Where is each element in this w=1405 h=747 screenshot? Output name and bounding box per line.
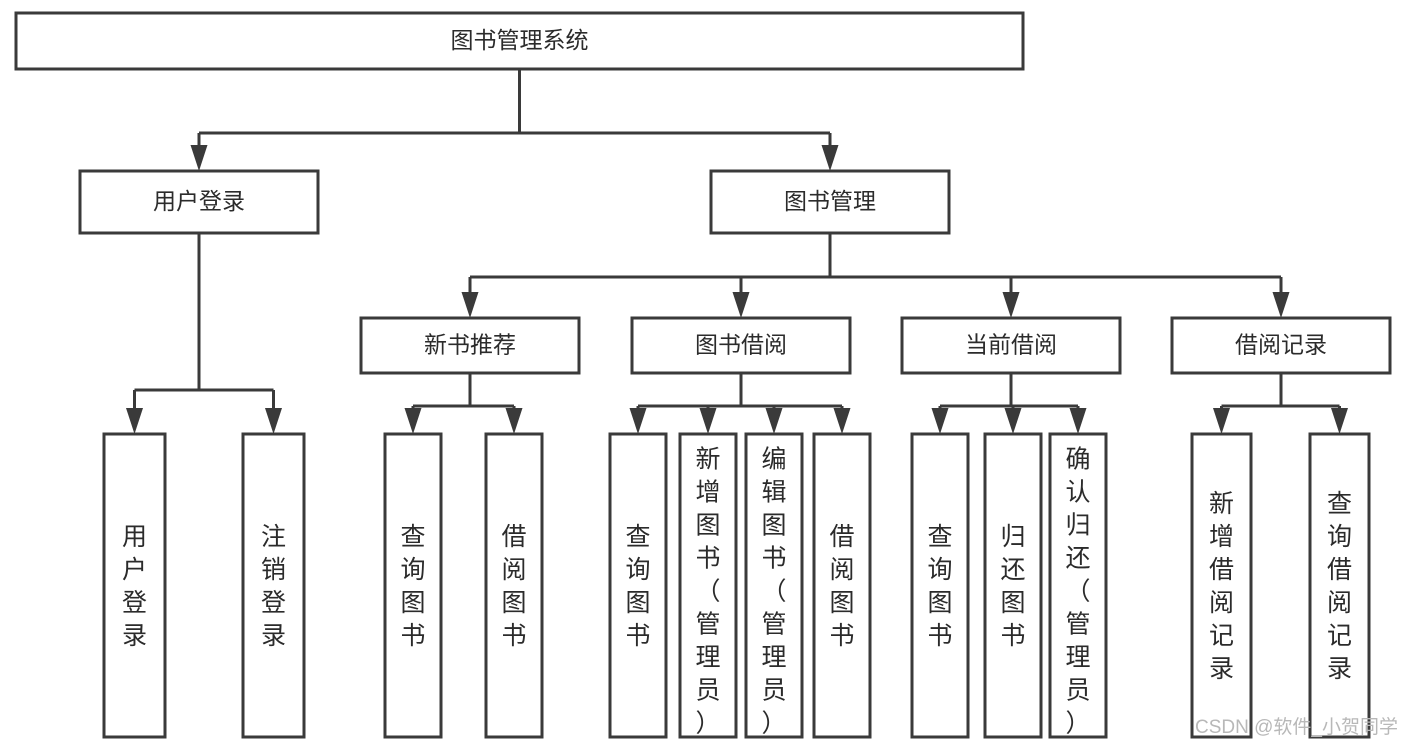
leaf-node-add-book-label: 新增图书（管理员） — [695, 446, 720, 738]
leaf-node-query-borrow-record[interactable]: 查询借阅记录 — [1308, 432, 1371, 739]
node-current-borrow-label: 当前借阅 — [965, 332, 1057, 358]
leaf-node-user-logout[interactable]: 注销登录 — [241, 432, 306, 739]
leaf-node-user-logout-label: 注销登录 — [261, 523, 286, 650]
node-user-login[interactable]: 用户登录 — [78, 169, 320, 235]
leaf-node-return-book[interactable]: 归还图书 — [983, 432, 1043, 739]
leaf-node-borrow-book-recommend-label: 借阅图书 — [501, 523, 526, 650]
node-user-login-box[interactable] — [78, 169, 320, 235]
node-book-manage-box[interactable] — [709, 169, 951, 235]
leaf-node-query-book-current-label: 查询图书 — [927, 523, 952, 650]
connector-lines — [126, 69, 1348, 434]
borrow-record-branch-arrow-0 — [1213, 408, 1230, 434]
leaf-node-edit-book[interactable]: 编辑图书（管理员） — [744, 432, 804, 739]
node-book-manage[interactable]: 图书管理 — [709, 169, 951, 235]
leaf-node-query-book-recommend-label: 查询图书 — [400, 523, 425, 650]
leaf-node-query-book-borrow-box[interactable] — [608, 432, 668, 739]
leaf-node-confirm-return[interactable]: 确认归还（管理员） — [1048, 432, 1108, 739]
node-current-borrow-box[interactable] — [900, 316, 1122, 375]
leaf-node-add-borrow-record[interactable]: 新增借阅记录 — [1190, 432, 1253, 739]
root-branch-arrow-1 — [821, 145, 839, 171]
leaf-node-query-borrow-record-label: 查询借阅记录 — [1327, 490, 1352, 683]
current-borrow-branch-arrow-2 — [1069, 408, 1087, 434]
book-manage-branch-arrow-1 — [732, 292, 750, 318]
leaf-node-user-login-box[interactable] — [102, 432, 167, 739]
csdn-watermark: CSDN @软件_小贺同学 — [1195, 716, 1398, 738]
node-root[interactable]: 图书管理系统 — [14, 11, 1025, 71]
leaf-node-borrow-book-recommend-box[interactable] — [484, 432, 544, 739]
node-new-book-recommend-box[interactable] — [359, 316, 581, 375]
leaf-node-query-book-recommend-box[interactable] — [383, 432, 443, 739]
leaf-node-confirm-return-box[interactable] — [1048, 432, 1108, 739]
root-branch-arrow-0 — [190, 145, 208, 171]
node-borrow-record-label: 借阅记录 — [1235, 332, 1327, 358]
leaf-node-query-book-recommend[interactable]: 查询图书 — [383, 432, 443, 739]
leaf-node-query-book-current-box[interactable] — [910, 432, 970, 739]
node-borrow-record-box[interactable] — [1170, 316, 1392, 375]
node-current-borrow[interactable]: 当前借阅 — [900, 316, 1122, 375]
leaf-node-query-book-borrow[interactable]: 查询图书 — [608, 432, 668, 739]
new-book-recommend-branch-arrow-0 — [404, 408, 422, 434]
leaf-node-confirm-return-label: 确认归还（管理员） — [1065, 446, 1090, 738]
node-book-borrow-label: 图书借阅 — [695, 332, 787, 358]
leaf-node-user-login-label: 用户登录 — [122, 523, 147, 650]
leaf-node-query-book-borrow-label: 查询图书 — [625, 523, 650, 650]
new-book-recommend-branch-arrow-1 — [505, 408, 523, 434]
leaf-node-borrow-book[interactable]: 借阅图书 — [812, 432, 872, 739]
node-root-box[interactable] — [14, 11, 1025, 71]
leaf-node-borrow-book-box[interactable] — [812, 432, 872, 739]
current-borrow-branch-arrow-1 — [1004, 408, 1022, 434]
node-root-label: 图书管理系统 — [451, 27, 589, 53]
book-borrow-branch-arrow-3 — [833, 408, 851, 434]
node-boxes: 图书管理系统用户登录图书管理新书推荐图书借阅当前借阅借阅记录用户登录注销登录查询… — [14, 11, 1392, 739]
leaf-node-add-book[interactable]: 新增图书（管理员） — [678, 432, 738, 739]
leaf-node-add-book-box[interactable] — [678, 432, 738, 739]
leaf-node-borrow-book-recommend[interactable]: 借阅图书 — [484, 432, 544, 739]
user-login-branch-arrow-0 — [126, 408, 143, 434]
book-borrow-branch-arrow-0 — [629, 408, 647, 434]
leaf-node-return-book-box[interactable] — [983, 432, 1043, 739]
book-manage-branch-arrow-2 — [1002, 292, 1020, 318]
book-borrow-branch-arrow-2 — [765, 408, 783, 434]
leaf-node-user-logout-box[interactable] — [241, 432, 306, 739]
borrow-record-branch-arrow-1 — [1331, 408, 1348, 434]
book-manage-branch-arrow-3 — [1272, 292, 1290, 318]
leaf-node-user-login[interactable]: 用户登录 — [102, 432, 167, 739]
leaf-node-edit-book-box[interactable] — [744, 432, 804, 739]
user-login-branch-arrow-1 — [265, 408, 282, 434]
node-user-login-label: 用户登录 — [153, 188, 245, 214]
node-book-manage-label: 图书管理 — [784, 188, 876, 214]
leaf-node-query-book-current[interactable]: 查询图书 — [910, 432, 970, 739]
node-new-book-recommend-label: 新书推荐 — [424, 332, 516, 358]
leaf-node-add-borrow-record-label: 新增借阅记录 — [1209, 490, 1234, 683]
leaf-node-borrow-book-label: 借阅图书 — [829, 523, 854, 650]
node-new-book-recommend[interactable]: 新书推荐 — [359, 316, 581, 375]
node-book-borrow[interactable]: 图书借阅 — [630, 316, 852, 375]
leaf-node-return-book-label: 归还图书 — [1000, 523, 1025, 650]
node-borrow-record[interactable]: 借阅记录 — [1170, 316, 1392, 375]
node-book-borrow-box[interactable] — [630, 316, 852, 375]
book-borrow-branch-arrow-1 — [699, 408, 717, 434]
leaf-node-query-borrow-record-box[interactable] — [1308, 432, 1371, 739]
current-borrow-branch-arrow-0 — [931, 408, 949, 434]
book-manage-branch-arrow-0 — [461, 292, 479, 318]
leaf-node-add-borrow-record-box[interactable] — [1190, 432, 1253, 739]
leaf-node-edit-book-label: 编辑图书（管理员） — [761, 446, 786, 738]
